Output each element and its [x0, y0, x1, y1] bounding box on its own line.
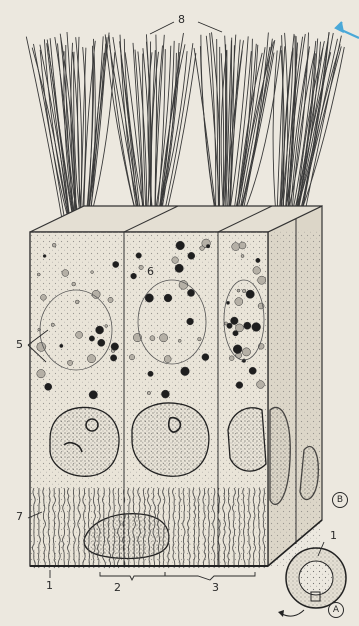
label-B: B	[332, 492, 348, 508]
inset-label-1: 1	[330, 530, 337, 541]
label-6: 6	[147, 266, 154, 277]
label-1: 1	[46, 580, 53, 591]
inset-arrow	[282, 610, 304, 616]
pointer-arrow	[336, 22, 359, 38]
label-8: 8	[178, 14, 185, 25]
cilia-tufts	[26, 32, 344, 226]
label-5: 5	[16, 339, 23, 350]
label-3: 3	[212, 582, 219, 593]
inset-cross-section	[286, 548, 346, 608]
label-A: A	[328, 602, 344, 618]
label-7: 7	[16, 511, 23, 522]
label-2: 2	[114, 582, 121, 593]
